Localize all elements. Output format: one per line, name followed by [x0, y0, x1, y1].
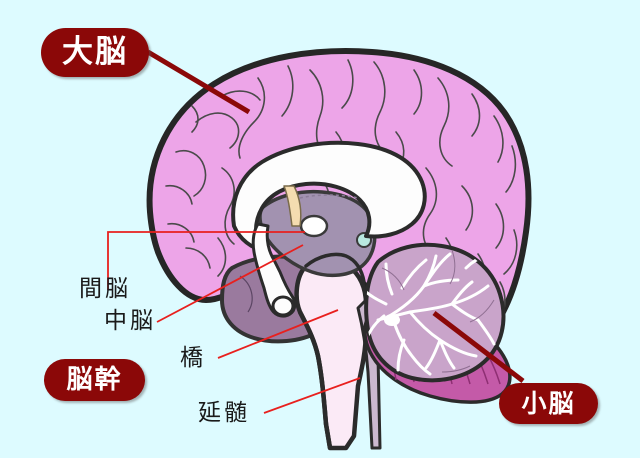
- badge-cerebrum-label: 大脳: [62, 34, 128, 70]
- brainstem-region: [294, 257, 369, 451]
- badge-cerebellum-label: 小脳: [521, 389, 576, 418]
- leader-cerebrum: [146, 49, 251, 115]
- leader-lines: [107, 49, 525, 414]
- leader-pons: [217, 309, 339, 359]
- leader-cerebellum: [432, 311, 525, 383]
- fornix-region: [283, 185, 359, 227]
- leader-diencephalon: [107, 231, 305, 290]
- midbrain-region: [304, 252, 366, 284]
- label-diencephalon: 間脳: [79, 276, 131, 302]
- interventricular-foramen: [299, 214, 329, 238]
- cerebellum-region: [364, 242, 506, 383]
- septum-channel-region: [251, 222, 297, 318]
- label-medulla: 延髄: [198, 400, 250, 426]
- label-pons: 橋: [180, 345, 206, 371]
- badge-brainstem: 脳幹: [44, 359, 145, 401]
- leader-medulla: [263, 377, 361, 414]
- label-midbrain: 中脳: [104, 308, 156, 334]
- badge-cerebrum: 大脳: [41, 28, 149, 77]
- leader-midbrain: [156, 244, 304, 323]
- badge-brainstem-label: 脳幹: [66, 365, 123, 395]
- badge-cerebellum: 小脳: [499, 383, 598, 424]
- corpus-callosum-region: [231, 140, 427, 252]
